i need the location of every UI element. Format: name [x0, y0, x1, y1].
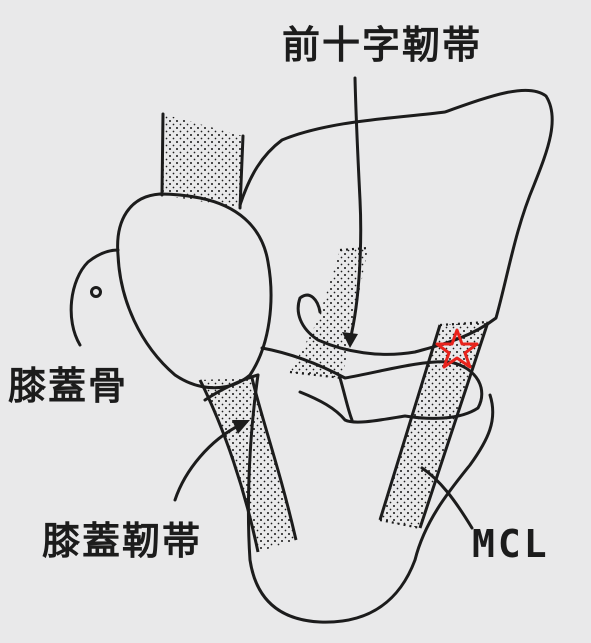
patella-label: 膝蓋骨	[8, 364, 129, 408]
femur-outline	[238, 88, 554, 356]
tibia-plateau	[260, 346, 484, 424]
intercondylar-line	[338, 376, 354, 422]
acl-label: 前十字靭帯	[282, 23, 483, 67]
mcl-band	[378, 320, 490, 530]
patella-marker-circle	[90, 286, 102, 298]
patella-leader-line	[69, 248, 120, 347]
acl-arrowhead	[342, 332, 358, 348]
patellar-ligament-leader-line	[173, 423, 242, 502]
patellar-ligament-band	[198, 377, 298, 553]
patella-outline	[116, 192, 273, 390]
mcl-leader-line	[420, 466, 474, 530]
mcl-label: MCL	[472, 522, 550, 566]
patellar-ligament-label: 膝蓋靭帯	[42, 519, 203, 563]
star-icon	[435, 328, 479, 369]
patellar-ligament-arrowhead	[232, 420, 250, 434]
acl-leader-line	[348, 76, 363, 342]
femoral-shaft-edges	[160, 112, 245, 210]
acl-ligament	[289, 246, 369, 380]
femoral-shaft-band	[162, 114, 243, 208]
